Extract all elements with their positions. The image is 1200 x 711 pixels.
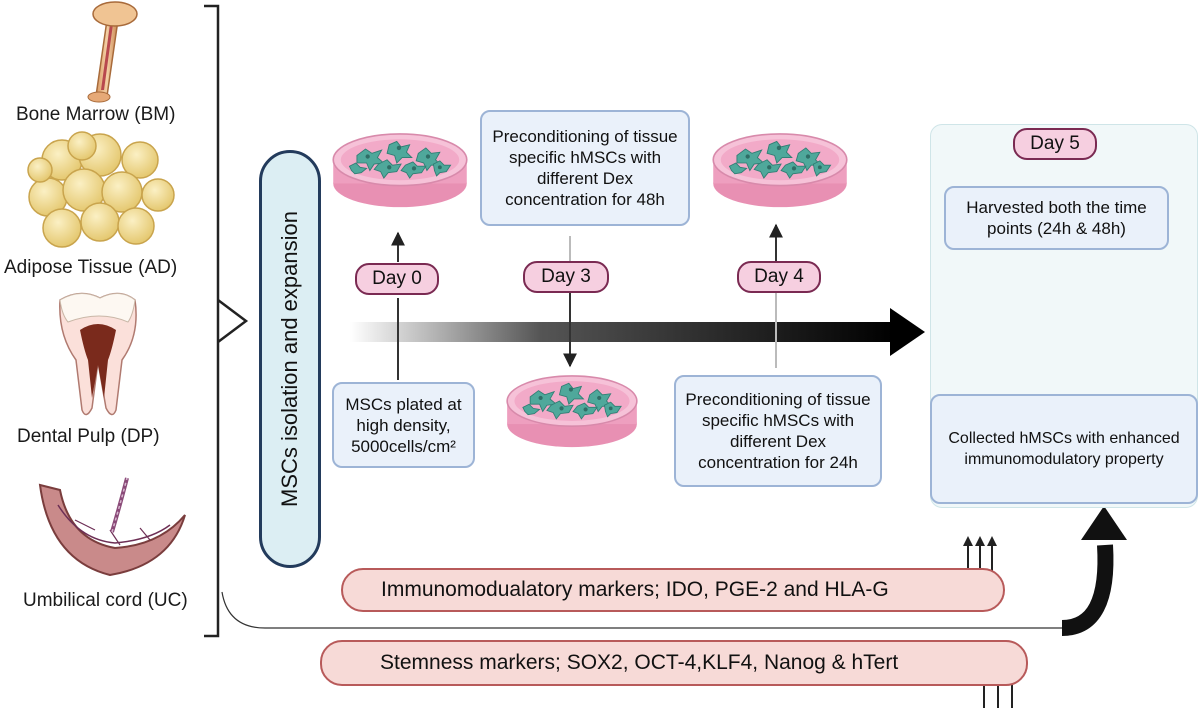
source-label-umbilical-cord: Umbilical cord (UC) <box>23 590 188 611</box>
bracket-point <box>217 299 249 343</box>
day-3-pill: Day 3 <box>523 261 609 293</box>
collected-box: Collected hMSCs with enhanced immunomodu… <box>930 394 1198 504</box>
curved-arrow-head <box>1081 506 1127 540</box>
precond-48h-box: Preconditioning of tissue specific hMSCs… <box>480 110 690 226</box>
dish-day0 <box>332 133 468 208</box>
bone-marrow-image <box>87 1 138 103</box>
curved-arrow-shaft <box>1061 544 1114 636</box>
isolation-expansion-pill: MSCs isolation and expansion <box>259 150 321 568</box>
source-label-dental-pulp: Dental Pulp (DP) <box>17 426 160 447</box>
harvested-box: Harvested both the time points (24h & 48… <box>944 186 1169 250</box>
curve-connector <box>221 591 1062 629</box>
dish-day3 <box>506 375 638 448</box>
adipose-image <box>27 131 175 248</box>
day-4-pill: Day 4 <box>737 261 821 293</box>
dish-day4 <box>712 133 848 208</box>
immunomodulatory-markers-bar: Immunomodualatory markers; IDO, PGE-2 an… <box>341 568 1005 612</box>
stemness-markers-bar: Stemness markers; SOX2, OCT-4,KLF4, Nano… <box>320 640 1028 686</box>
day-0-pill: Day 0 <box>355 263 439 295</box>
day-5-pill: Day 5 <box>1013 128 1097 160</box>
tooth-image <box>59 292 137 416</box>
source-label-bone-marrow: Bone Marrow (BM) <box>16 104 176 125</box>
umbilical-cord-image <box>38 477 186 577</box>
precond-24h-box: Preconditioning of tissue specific hMSCs… <box>674 375 882 487</box>
source-label-adipose: Adipose Tissue (AD) <box>4 257 178 278</box>
bracket-line <box>204 4 220 638</box>
isolation-expansion-label: MSCs isolation and expansion <box>277 211 302 507</box>
timeline-arrow-head <box>890 308 925 356</box>
timeline-arrow-shaft <box>350 322 895 342</box>
plated-box: MSCs plated at high density, 5000cells/c… <box>332 382 475 468</box>
